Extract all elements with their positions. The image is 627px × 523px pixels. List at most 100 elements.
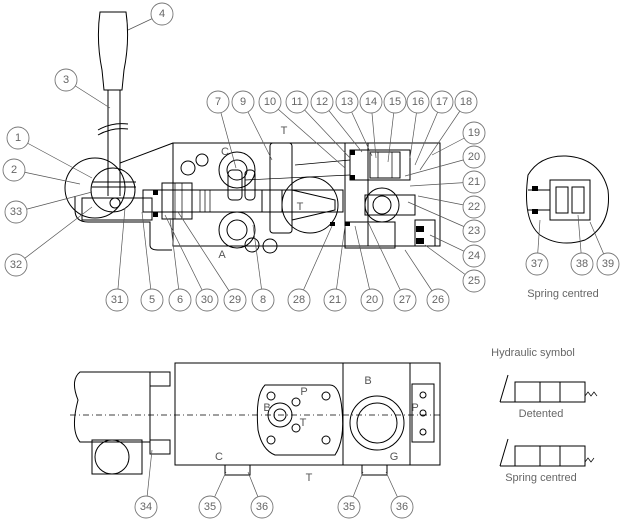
leader-line <box>116 207 126 301</box>
callout-2: 2 <box>2 158 81 185</box>
callout-30: 30 <box>164 214 219 312</box>
callout-number: 36 <box>396 501 408 513</box>
callout-bubble <box>206 90 230 114</box>
callout-10: 10 <box>258 90 346 169</box>
callout-number: 2 <box>11 164 17 176</box>
callout-bubble <box>383 90 407 114</box>
leader-line <box>354 225 373 301</box>
callout-25: 25 <box>424 244 486 293</box>
callout-36: 36 <box>247 471 274 519</box>
callout-bubble <box>462 195 486 219</box>
callout-number: 23 <box>468 225 480 237</box>
plan-view: B P B T P C G T <box>70 362 441 484</box>
callout-bubble <box>462 219 486 243</box>
leader-line <box>177 211 236 301</box>
callout-number: 6 <box>177 294 183 306</box>
leader-line <box>252 224 264 301</box>
port-label-c: C <box>221 146 229 158</box>
callout-39: 39 <box>589 221 620 276</box>
callout-number: 17 <box>436 96 448 108</box>
callout-number: 35 <box>204 501 216 513</box>
leader-line <box>15 206 93 266</box>
callout-bubble <box>2 158 26 182</box>
callout-number: 18 <box>460 96 472 108</box>
hydraulic-symbols: Hydraulic symbol Detented Spring centred <box>491 347 598 484</box>
callout-bubble <box>462 244 486 268</box>
callout-number: 33 <box>10 206 22 218</box>
callout-bubble <box>462 170 486 194</box>
callout-bubble <box>335 90 359 114</box>
callout-number: 13 <box>341 96 353 108</box>
callout-34: 34 <box>134 449 158 519</box>
callout-8: 8 <box>251 224 275 312</box>
callout-number: 10 <box>264 96 276 108</box>
detail-caption: Spring centred <box>527 288 599 300</box>
leader-line <box>419 101 467 171</box>
callout-number: 36 <box>256 501 268 513</box>
valve-body-plan <box>174 362 441 466</box>
callout-number: 31 <box>111 294 123 306</box>
callout-bubble <box>223 288 247 312</box>
callout-bubble <box>250 495 274 519</box>
callout-bubble <box>285 90 309 114</box>
callout-number: 5 <box>149 294 155 306</box>
leader-line <box>298 225 333 301</box>
callout-number: 19 <box>468 127 480 139</box>
callout-bubble <box>570 252 594 276</box>
callout-number: 34 <box>140 501 152 513</box>
callout-12: 12 <box>310 90 363 153</box>
leader-line <box>407 201 475 232</box>
callout-26: 26 <box>404 249 450 312</box>
callout-bubble <box>310 90 334 114</box>
callout-bubble <box>258 90 282 114</box>
callout-number: 7 <box>215 96 221 108</box>
port-label-t: T <box>300 417 307 429</box>
tank-chamber <box>281 176 339 234</box>
leader-line <box>296 101 351 159</box>
callout-bubble <box>134 495 158 519</box>
callout-28: 28 <box>287 225 333 312</box>
callout-24: 24 <box>429 234 486 268</box>
callout-18: 18 <box>419 90 478 171</box>
callout-14: 14 <box>359 90 383 159</box>
callout-number: 12 <box>316 96 328 108</box>
port-label-t: T <box>281 125 288 137</box>
callout-bubble <box>140 288 164 312</box>
hydraulic-symbol-title: Hydraulic symbol <box>491 347 575 359</box>
callout-number: 3 <box>63 74 69 86</box>
port-label-p: P <box>411 402 418 414</box>
port-label-t: T <box>306 472 313 484</box>
callout-bubble <box>198 495 222 519</box>
callout-bubble <box>231 90 255 114</box>
callout-bubble <box>6 126 30 150</box>
handle-grip <box>97 11 129 91</box>
callout-bubble <box>426 288 450 312</box>
callout-22: 22 <box>417 195 486 219</box>
callout-number: 1 <box>15 132 21 144</box>
callout-31: 31 <box>105 207 129 312</box>
callout-number: 20 <box>366 294 378 306</box>
callout-number: 22 <box>468 201 480 213</box>
leader-line <box>404 156 475 177</box>
callout-11: 11 <box>285 90 351 159</box>
leader-line <box>269 101 346 169</box>
leader-line <box>15 191 93 213</box>
callout-35: 35 <box>337 471 364 519</box>
callout-number: 4 <box>159 8 165 20</box>
section-view: T C A T <box>64 11 441 261</box>
callout-19: 19 <box>431 121 486 156</box>
callout-bubble <box>596 252 620 276</box>
callout-number: 9 <box>240 96 246 108</box>
callout-bubble <box>251 288 275 312</box>
callout-bubble <box>462 121 486 145</box>
callout-number: 25 <box>468 275 480 287</box>
callout-7: 7 <box>206 90 237 169</box>
callout-bubble <box>360 288 384 312</box>
leader-line <box>169 217 181 301</box>
callout-number: 8 <box>260 294 266 306</box>
callout-number: 26 <box>432 294 444 306</box>
callout-number: 15 <box>389 96 401 108</box>
callout-bubble <box>406 90 430 114</box>
